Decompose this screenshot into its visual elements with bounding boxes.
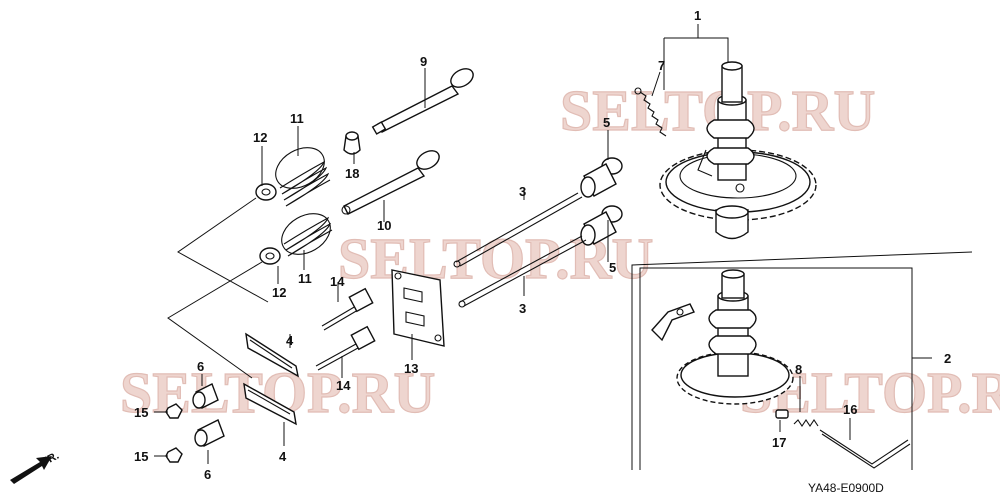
callout-14-lower: 14: [336, 378, 351, 393]
callout-6-lower: 6: [204, 467, 211, 482]
pin-17: [775, 409, 789, 419]
watermarks: SELTOP.RU SELTOP.RU SELTOP.RU SELTOP.RU: [119, 77, 1000, 425]
callout-3-upper: 3: [519, 184, 526, 199]
callout-4-lower: 4: [279, 449, 287, 464]
intake-valve-10: [341, 150, 440, 215]
callout-1: 1: [694, 8, 701, 23]
callout-15-upper: 15: [134, 405, 148, 420]
front-direction-arrow: FR.: [10, 450, 61, 484]
callout-12-upper: 12: [253, 130, 267, 145]
camshaft-gear-1: [659, 61, 817, 240]
spring-8: [793, 419, 819, 427]
callout-10: 10: [377, 218, 391, 233]
camshaft-assembly-box: [631, 251, 973, 470]
push-rod-guide-plate-13: [391, 269, 445, 347]
callout-11-lower: 11: [298, 271, 312, 286]
callout-17: 17: [772, 435, 786, 450]
callout-8: 8: [795, 362, 802, 377]
return-spring-16: [819, 429, 911, 469]
assembly-lines: [167, 197, 269, 379]
decompressor-weight: [651, 303, 695, 342]
callout-labels: 1 2 3 3 4 4 5 5 6 6 7 8 9 10 11 11 12 12…: [134, 8, 951, 482]
front-direction-label: FR.: [40, 450, 61, 469]
valve-lifter-5-upper: [580, 157, 623, 198]
valve-spring-11-upper: [275, 147, 331, 207]
callout-13: 13: [404, 361, 418, 376]
callout-3-lower: 3: [519, 301, 526, 316]
lock-nut-15-lower: [165, 447, 183, 463]
callout-18: 18: [345, 166, 359, 181]
callout-5-lower: 5: [609, 260, 616, 275]
rocker-pivot-14-lower: [315, 325, 376, 371]
callout-4-upper: 4: [286, 333, 294, 348]
callout-leaders: [154, 24, 932, 464]
adjuster-6-upper: [192, 383, 219, 409]
adjuster-6-lower: [194, 419, 225, 447]
diagram-code: YA48-E0900D: [808, 481, 884, 495]
camshaft-2: [676, 269, 794, 405]
callout-16: 16: [843, 402, 857, 417]
callout-5-upper: 5: [603, 115, 610, 130]
callout-9: 9: [420, 54, 427, 69]
spring-retainer-12-lower: [259, 247, 281, 265]
callout-12-lower: 12: [272, 285, 286, 300]
callout-15-lower: 15: [134, 449, 148, 464]
exhaust-valve-9: [371, 68, 474, 135]
decompressor-spring-7: [634, 87, 667, 137]
callout-2: 2: [944, 351, 951, 366]
rocker-pivot-14-upper: [321, 287, 374, 331]
valve-stem-seal-18: [343, 131, 361, 155]
callout-7: 7: [658, 58, 665, 73]
callout-11-upper: 11: [290, 111, 304, 126]
valve-spring-11-lower: [281, 213, 333, 257]
push-rods-3: [453, 192, 587, 308]
rocker-arm-4-upper: [245, 332, 299, 378]
callout-6-upper: 6: [197, 359, 204, 374]
spring-retainer-12-upper: [255, 183, 277, 201]
callout-14-upper: 14: [330, 274, 345, 289]
rocker-arm-4-lower: [243, 382, 297, 426]
